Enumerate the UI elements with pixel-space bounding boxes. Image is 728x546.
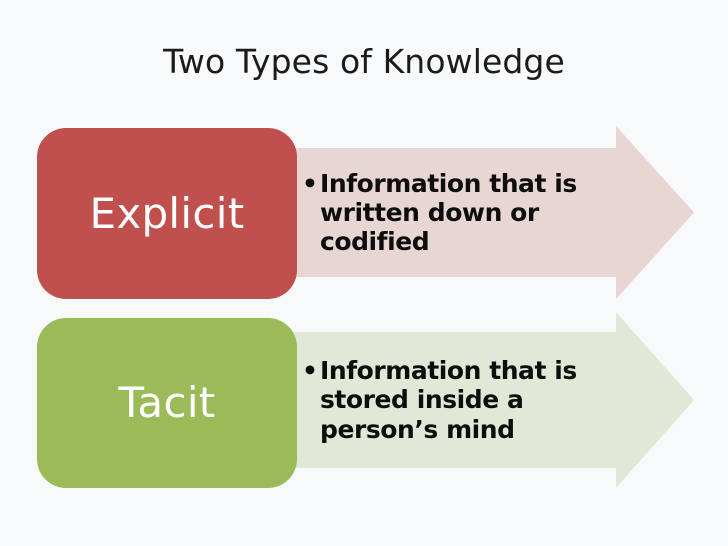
bullet-text: Information that is written down or codi… [320,168,577,257]
diagram-row-explicit: • Information that is written down or co… [0,126,728,299]
bullet-dot-icon: • [302,168,318,198]
bullet-dot-icon: • [302,356,318,386]
list-item: • Information that is stored inside a pe… [300,356,610,444]
list-item: • Information that is written down or co… [300,169,610,257]
label-box-explicit-text: Explicit [89,188,245,238]
arrow-shape-explicit [286,126,694,299]
label-box-tacit-text: Tacit [118,378,216,427]
bullet-list-explicit: • Information that is written down or co… [300,148,610,277]
bullet-list-tacit: • Information that is stored inside a pe… [300,332,610,468]
arrow-right-icon [286,126,694,299]
diagram-row-tacit: • Information that is stored inside a pe… [0,312,728,488]
arrow-text-tacit: • Information that is stored inside a pe… [300,332,610,468]
page-title: Two Types of Knowledge [163,42,565,81]
arrow-text-explicit: • Information that is written down or co… [300,148,610,277]
label-box-tacit[interactable]: Tacit [37,318,297,488]
label-box-explicit[interactable]: Explicit [37,128,297,299]
bullet-text: Information that is stored inside a pers… [320,356,577,444]
arrow-shape-tacit [286,312,694,488]
arrow-right-icon [286,312,694,488]
